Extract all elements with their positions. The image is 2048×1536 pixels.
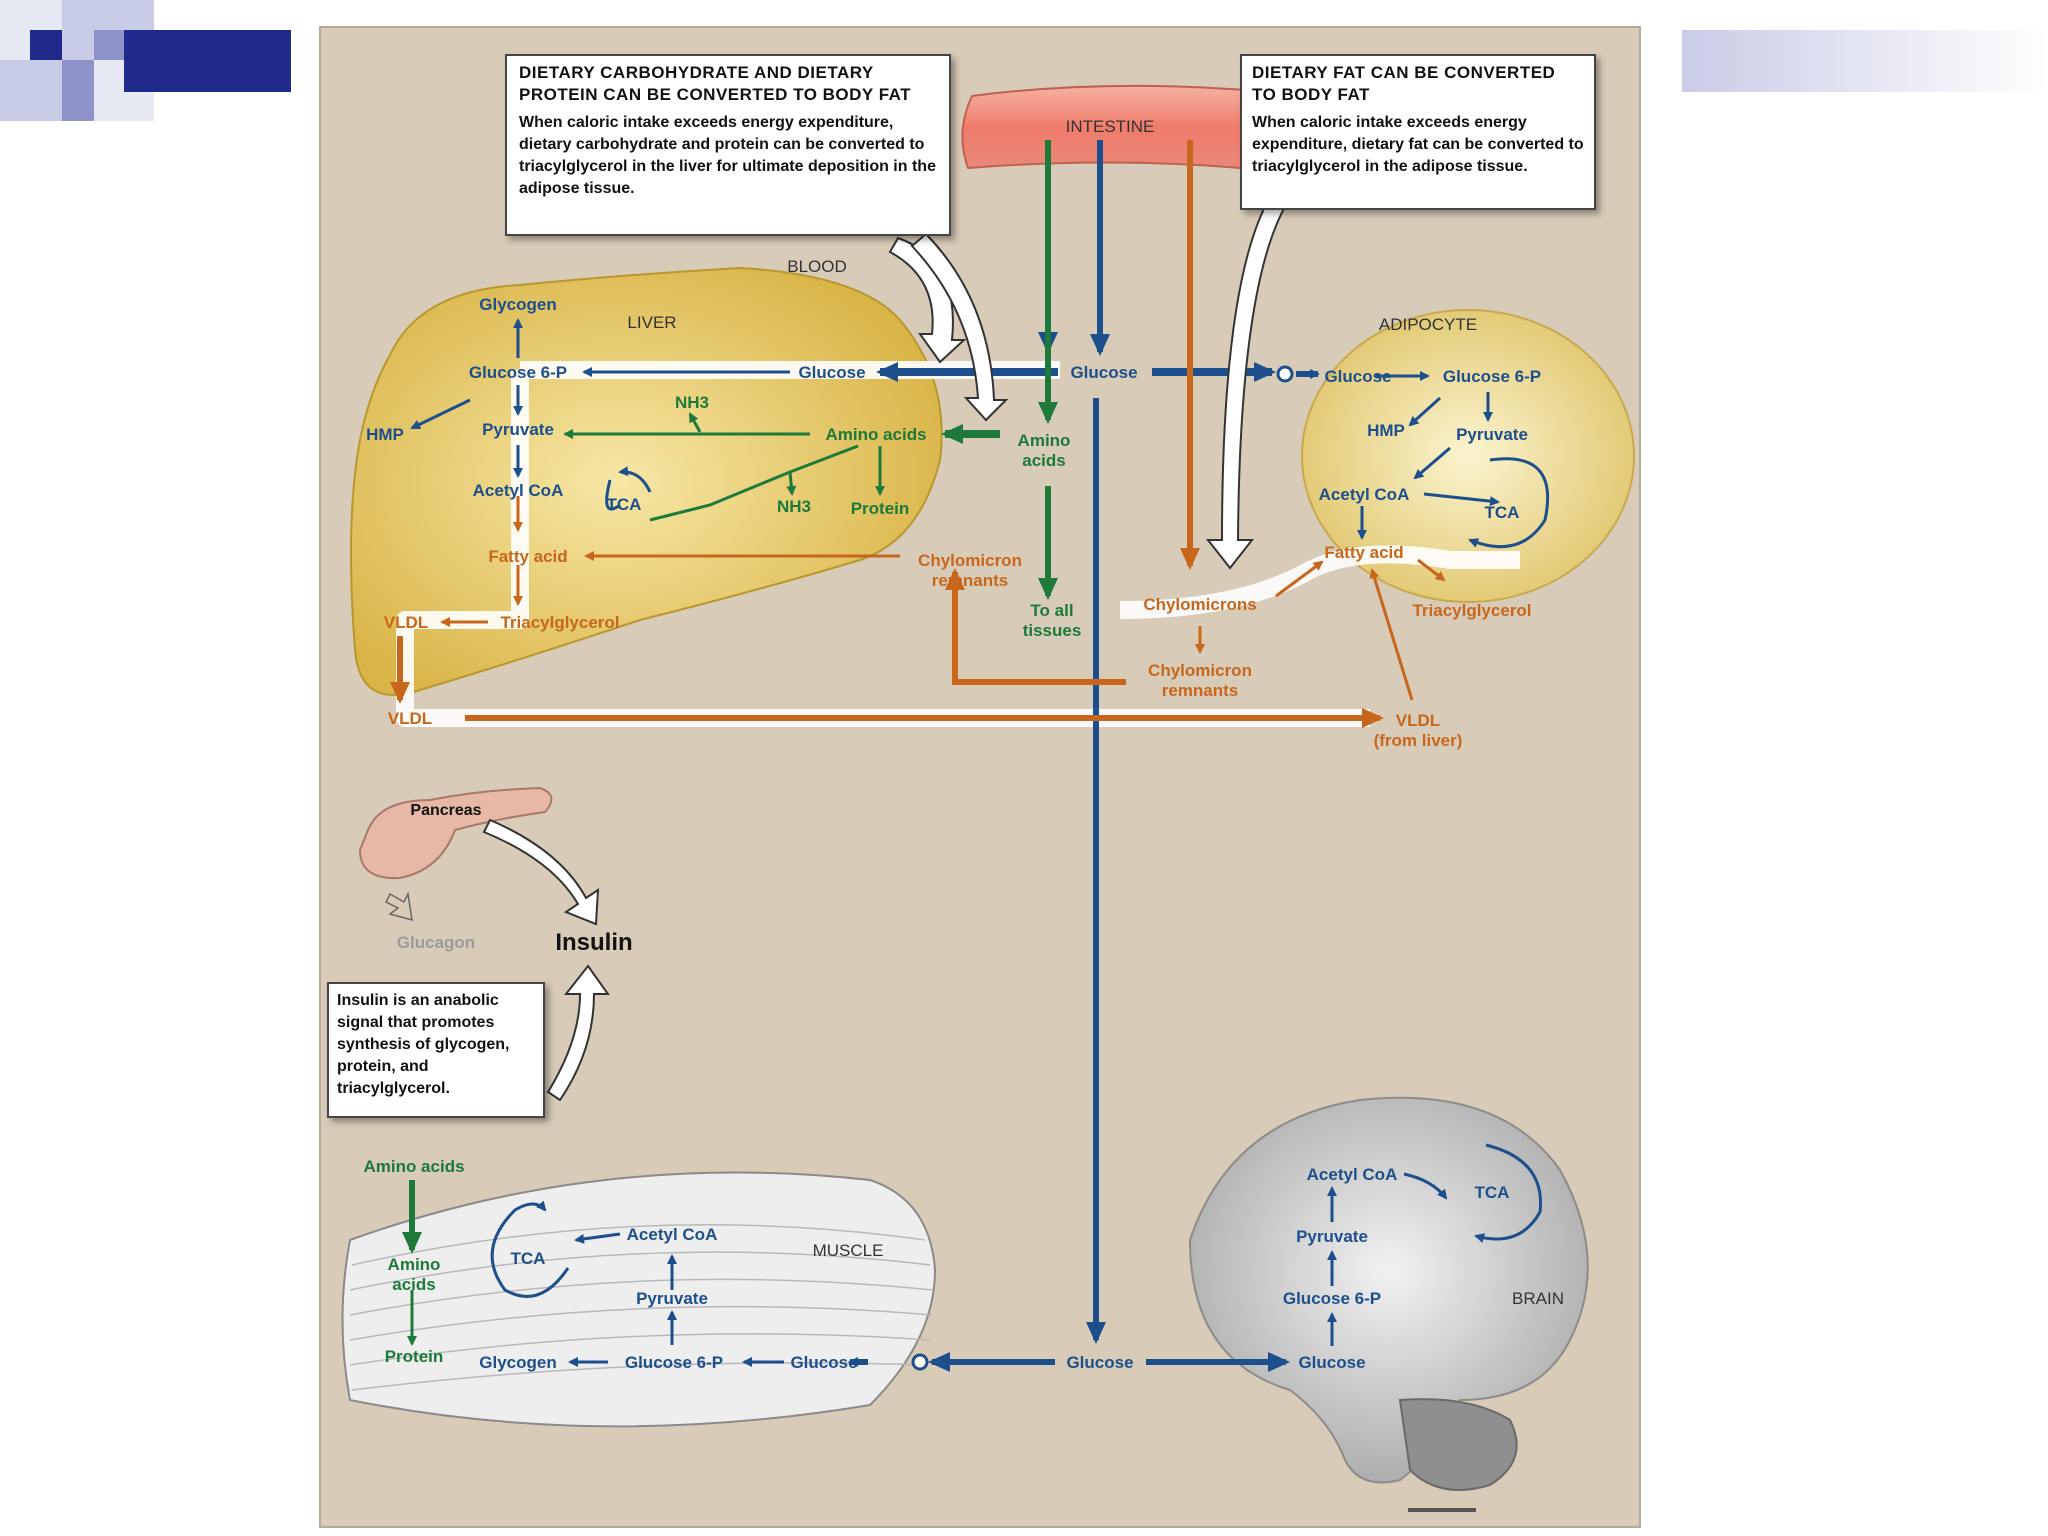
liver-glycogen: Glycogen <box>479 295 556 314</box>
callout-carb-title: DIETARY CARBOHYDRATE AND DIETARY PROTEIN… <box>519 63 912 104</box>
liver-triacylglycerol: Triacylglycerol <box>500 613 619 632</box>
transporter-circle <box>911 1353 929 1371</box>
callout-arrow-fat <box>1205 178 1298 570</box>
blood-label: BLOOD <box>787 257 847 276</box>
adipocyte-triacylglycerol: Triacylglycerol <box>1412 601 1531 620</box>
orange-arrows <box>390 140 1446 728</box>
callout-arrow-insulin-pancreas <box>482 818 600 926</box>
liver-glucose: Glucose <box>798 363 865 382</box>
decorative-square <box>30 30 62 60</box>
glucagon-label: Glucagon <box>397 933 475 952</box>
brain-glucose6p: Glucose 6-P <box>1283 1289 1381 1308</box>
liver-pyruvate: Pyruvate <box>482 420 554 439</box>
liver-glucose6p: Glucose 6-P <box>469 363 567 382</box>
muscle-pyruvate: Pyruvate <box>636 1289 708 1308</box>
brain-label: BRAIN <box>1512 1289 1564 1308</box>
adipocyte-tca: TCA <box>1485 503 1520 522</box>
pancreas-shape <box>358 786 553 880</box>
adipocyte-label: ADIPOCYTE <box>1379 315 1477 334</box>
decorative-square <box>0 60 62 121</box>
muscle-glucose: Glucose <box>790 1353 857 1372</box>
callout-fat-body: When caloric intake exceeds energy expen… <box>1252 114 1584 175</box>
adipocyte-glucose6p: Glucose 6-P <box>1443 367 1541 386</box>
cerebellum-shape <box>1398 1398 1518 1491</box>
muscle-amino-acids-in: Amino acids <box>363 1157 464 1176</box>
brain-glucose: Glucose <box>1298 1353 1365 1372</box>
liver-shape <box>350 266 943 696</box>
blood-glucose: Glucose <box>1070 363 1137 382</box>
liver-amino-acids: Amino acids <box>825 425 926 444</box>
adipocyte-pyruvate: Pyruvate <box>1456 425 1528 444</box>
liver-nh3-bottom: NH3 <box>777 497 811 516</box>
adipocyte-fatty-acid: Fatty acid <box>1324 543 1403 562</box>
callout-carb-protein: DIETARY CARBOHYDRATE AND DIETARY PROTEIN… <box>505 54 951 236</box>
brain-shape <box>1188 1096 1589 1484</box>
blood-glucose-bottom: Glucose <box>1066 1353 1133 1372</box>
liver-label: LIVER <box>627 313 676 332</box>
blood-vldl-from-liver: VLDL(from liver) <box>1374 711 1463 750</box>
liver-protein: Protein <box>851 499 910 518</box>
callout-insulin: Insulin is an anabolic signal that promo… <box>327 982 545 1118</box>
liver-hmp: HMP <box>366 425 404 444</box>
muscle-acetylcoa: Acetyl CoA <box>627 1225 718 1244</box>
liver-tca: TCA <box>607 495 642 514</box>
brain-pyruvate: Pyruvate <box>1296 1227 1368 1246</box>
muscle-glycogen: Glycogen <box>479 1353 556 1372</box>
muscle-protein: Protein <box>385 1347 444 1366</box>
adipocyte-acetylcoa: Acetyl CoA <box>1319 485 1410 504</box>
blood-chylomicrons: Chylomicrons <box>1143 595 1256 614</box>
intestine-label: INTESTINE <box>1066 117 1155 136</box>
liver-acetylcoa: Acetyl CoA <box>473 481 564 500</box>
green-arrows <box>402 140 1058 1346</box>
muscle-glucose6p: Glucose 6-P <box>625 1353 723 1372</box>
liver-vldl: VLDL <box>384 613 428 632</box>
muscle-label: MUSCLE <box>813 1241 884 1260</box>
callout-fat: DIETARY FAT CAN BE CONVERTED TO BODY FAT… <box>1240 54 1596 210</box>
adipocyte-glucose: Glucose <box>1324 367 1391 386</box>
adipocyte-hmp: HMP <box>1367 421 1405 440</box>
brain-tca: TCA <box>1475 1183 1510 1202</box>
callout-arrows <box>384 178 1298 1102</box>
liver-nh3-top: NH3 <box>675 393 709 412</box>
callout-arrow-carb-2 <box>910 232 1009 422</box>
adipocyte-shape <box>1301 309 1635 603</box>
brain-acetylcoa: Acetyl CoA <box>1307 1165 1398 1184</box>
transporter-circle <box>1276 365 1294 383</box>
muscle-fibers <box>349 1224 933 1391</box>
decorative-square <box>62 60 94 121</box>
brain-stem-line <box>1408 1508 1476 1512</box>
liver-fatty-acid: Fatty acid <box>488 547 567 566</box>
decorative-square <box>124 30 291 92</box>
glucagon-arrow <box>384 891 413 922</box>
muscle-tca: TCA <box>511 1249 546 1268</box>
liver-vldl-out: VLDL <box>388 709 432 728</box>
decorative-gradient-bar <box>1682 30 2048 92</box>
callout-insulin-body: Insulin is an anabolic signal that promo… <box>337 992 510 1097</box>
decorative-square <box>94 30 124 60</box>
callout-fat-title: DIETARY FAT CAN BE CONVERTED TO BODY FAT <box>1252 63 1556 104</box>
pancreas-label: Pancreas <box>410 802 481 819</box>
insulin-label: Insulin <box>555 929 632 956</box>
callout-arrow-insulin <box>546 964 610 1102</box>
callout-carb-body: When caloric intake exceeds energy expen… <box>519 114 936 197</box>
